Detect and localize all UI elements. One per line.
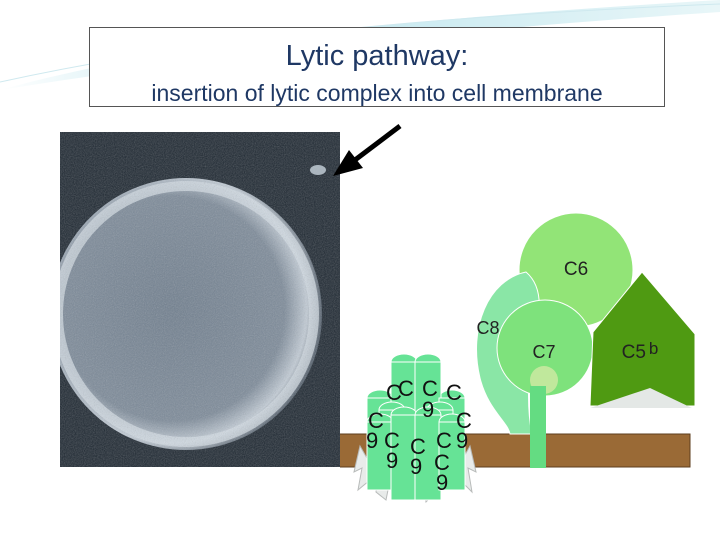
c9-letter: C: [446, 380, 462, 405]
c7-label: C7: [532, 342, 555, 362]
c7-stem: [530, 386, 546, 468]
c9-letter: 9: [436, 470, 448, 495]
pointer-arrow: [333, 124, 402, 176]
c9-letter: C: [384, 428, 400, 453]
c9-letter: 9: [366, 428, 378, 453]
title-box: Lytic pathway: insertion of lytic comple…: [89, 27, 665, 107]
c9-letter: C: [368, 408, 384, 433]
c9-letter: 9: [410, 454, 422, 479]
slide-subtitle: insertion of lytic complex into cell mem…: [151, 80, 603, 106]
c9-letter: C: [434, 450, 450, 475]
c5b-shadow: [590, 388, 692, 408]
c5b-label-main: C5: [622, 342, 646, 363]
c6-label: C6: [564, 259, 588, 280]
c9-pore: C C C C C C 9 C C C 9 9 9 9 C 9: [366, 353, 472, 501]
c9-letter: C: [398, 376, 414, 401]
c9-letter: 9: [456, 428, 468, 453]
c9-letter: 9: [386, 448, 398, 473]
c9-letter: C: [386, 380, 402, 405]
c9-letter: 9: [422, 397, 434, 422]
c9-letter: C: [436, 428, 452, 453]
c5b-label-sub: b: [649, 339, 658, 358]
slide-title: Lytic pathway:: [285, 40, 469, 72]
c8-label: C8: [476, 318, 499, 338]
micrograph: [60, 132, 340, 467]
c9-letter: C: [422, 376, 438, 401]
c9-letter: C: [410, 434, 426, 459]
c9-letter: C: [456, 408, 472, 433]
